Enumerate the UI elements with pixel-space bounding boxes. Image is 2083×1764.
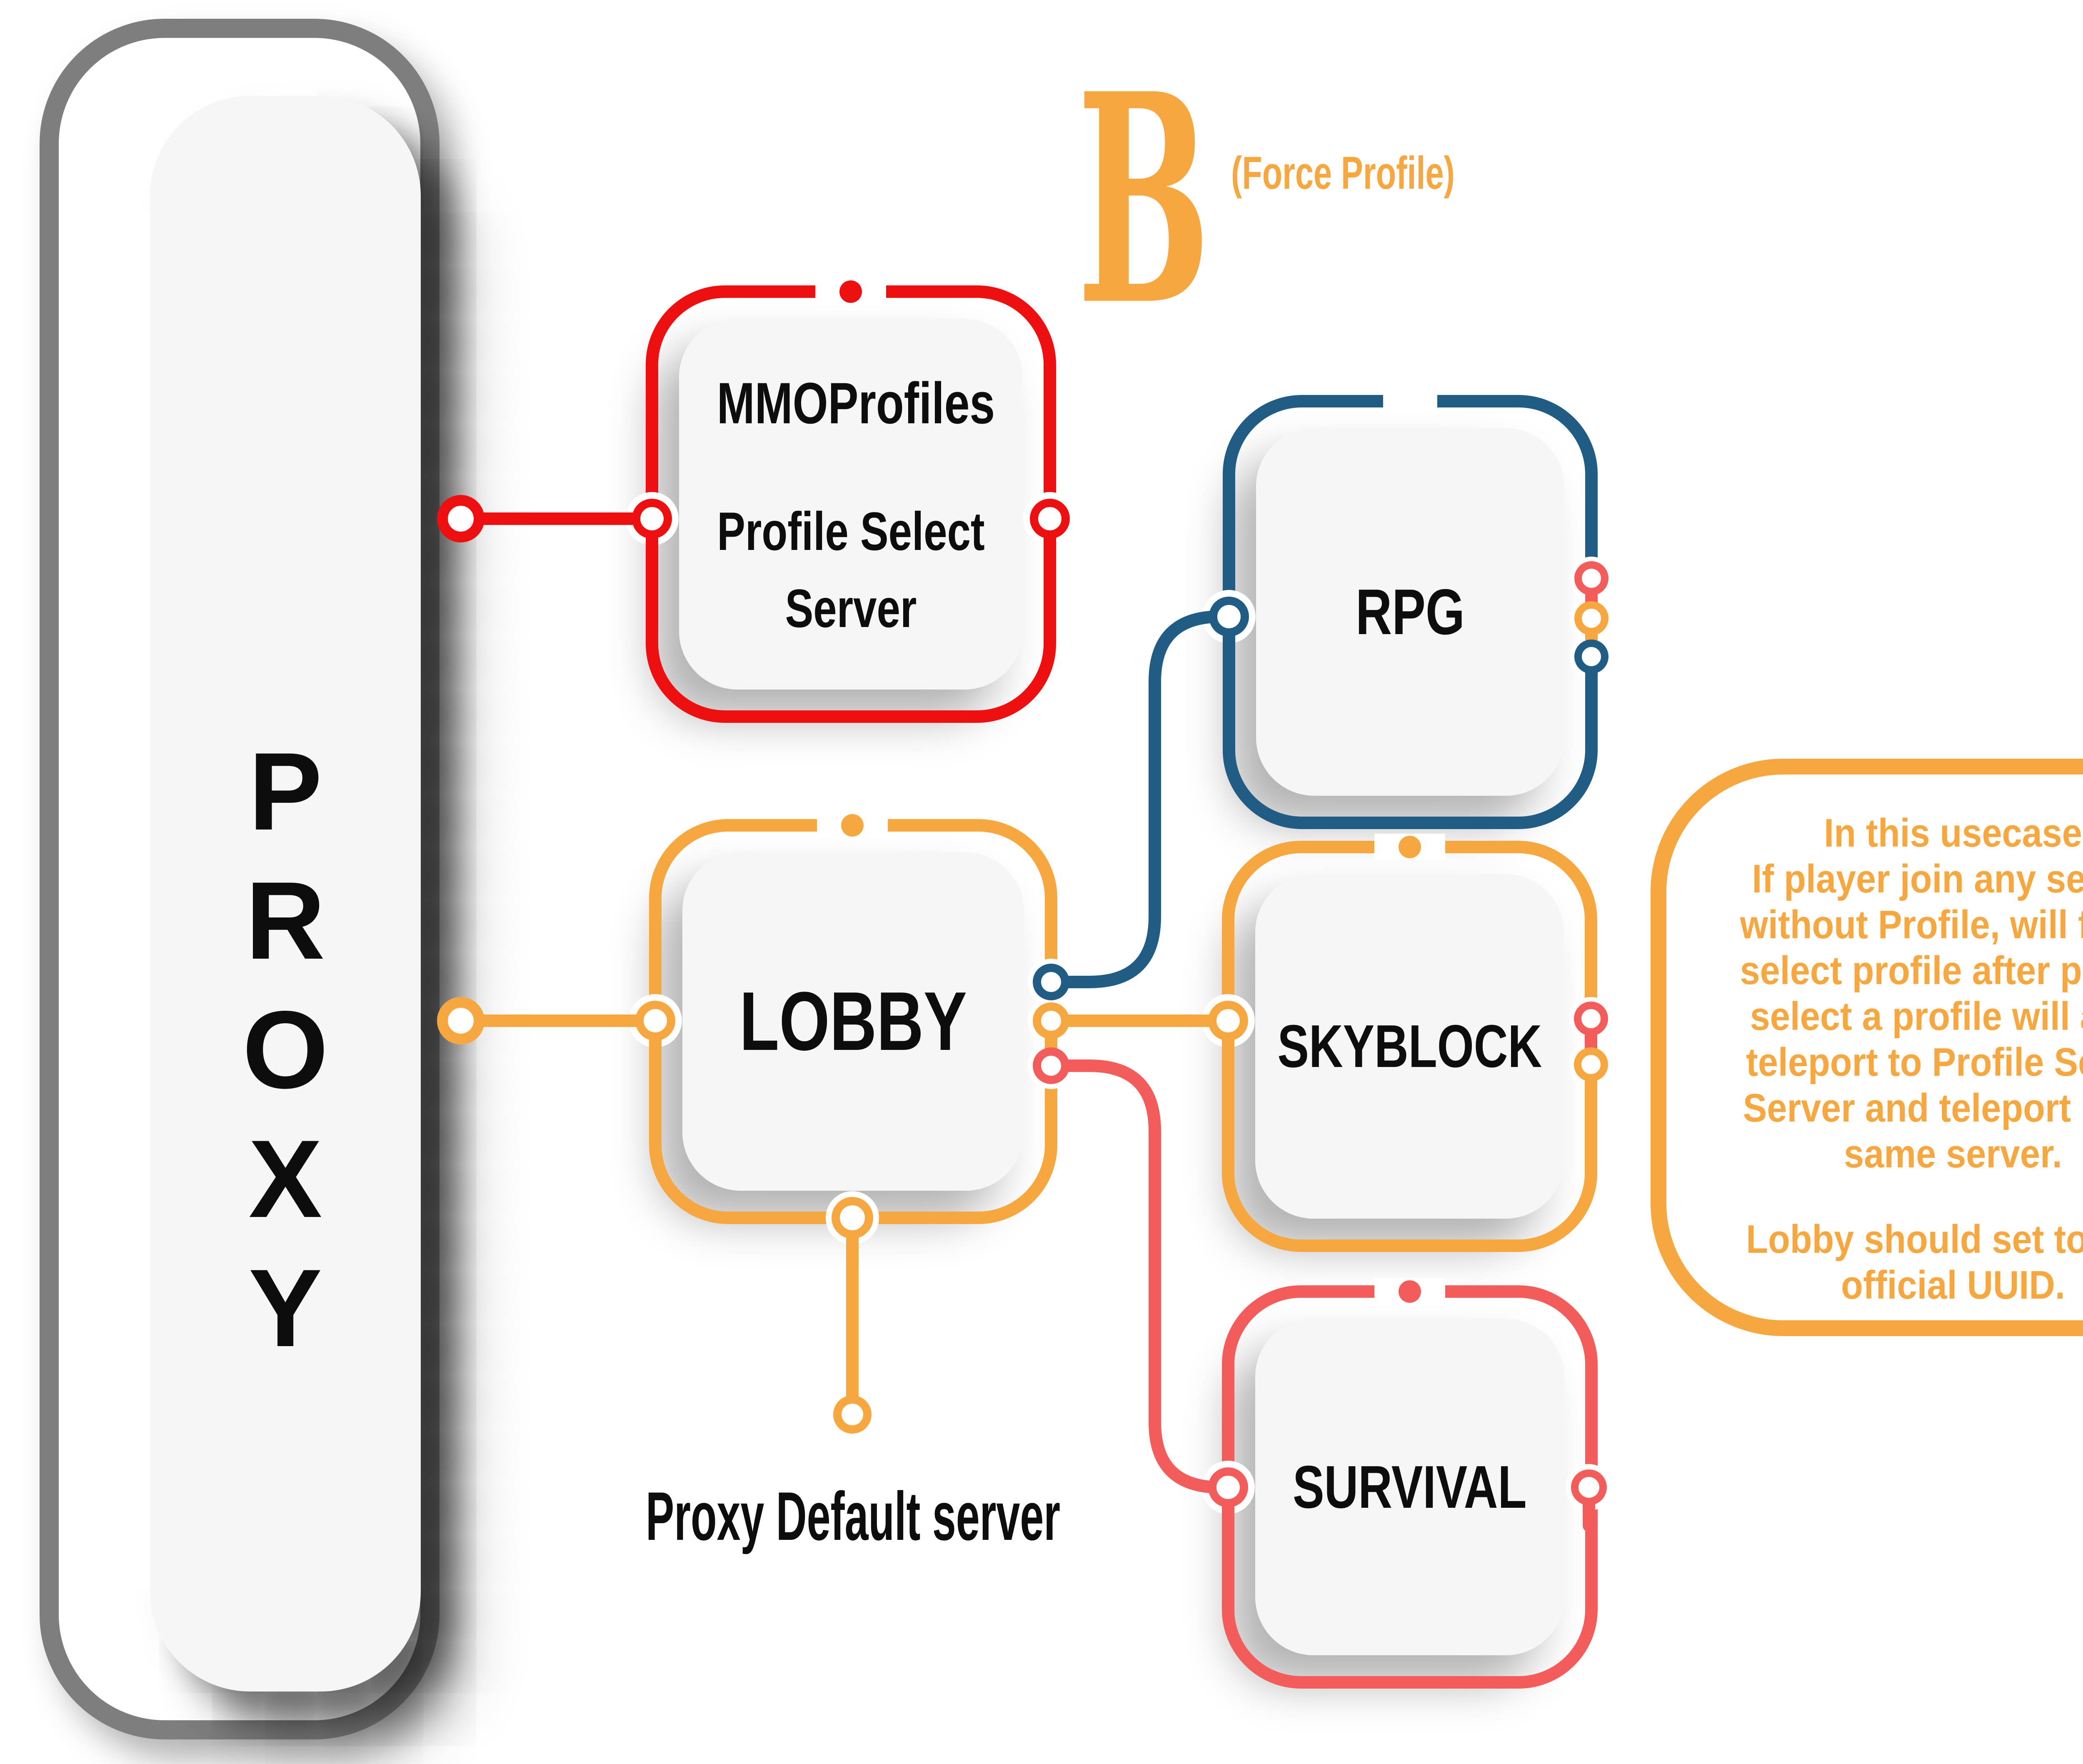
lobby-right-ring-navy bbox=[1033, 964, 1069, 1000]
lobby-bottom-ring bbox=[832, 1197, 873, 1239]
proxy-bar-label: P R O X Y bbox=[150, 727, 421, 1373]
rpg-right-ring-navy bbox=[1574, 640, 1608, 674]
lobby-top-dot bbox=[841, 814, 864, 837]
lobby-left-ring bbox=[635, 1001, 675, 1041]
node-survival-label: SURVIVAL bbox=[1293, 1453, 1527, 1521]
proxy-red-port-ring bbox=[437, 495, 485, 542]
annotation-box-border bbox=[1651, 759, 2083, 1336]
annotation-line: select profile after player bbox=[1740, 948, 2083, 993]
skyblock-left-ring bbox=[1208, 1001, 1248, 1041]
node-profile-select-subtitle-line: Server bbox=[785, 578, 917, 639]
survival-top-dot bbox=[1399, 1280, 1421, 1303]
skyblock-right-ring-orange bbox=[1574, 1047, 1608, 1082]
rpg-right-ring-coral bbox=[1574, 561, 1608, 595]
connector-proxy-to-profile-select bbox=[455, 512, 1056, 565]
lobby-right-ring-orange bbox=[1033, 1002, 1069, 1039]
annotation-text: In this usecase If player join any serve… bbox=[1672, 810, 2083, 1308]
proxy-letter: Y bbox=[248, 1247, 322, 1370]
node-borders bbox=[646, 285, 2083, 1689]
annotation-line: same server. bbox=[1844, 1132, 2062, 1176]
node-lobby-panel: LOBBY bbox=[682, 852, 1024, 1191]
survival-right-ring bbox=[1571, 1469, 1607, 1505]
node-rpg-label: RPG bbox=[1355, 576, 1465, 648]
diagram-variant-note: (Force Profile) bbox=[1231, 147, 1455, 199]
annotation-line: Lobby should set to use bbox=[1746, 1217, 2083, 1262]
node-skyblock-label: SKYBLOCK bbox=[1277, 1012, 1542, 1080]
proxy-letter: P bbox=[248, 730, 322, 853]
lobby-right-ring-coral bbox=[1033, 1047, 1069, 1084]
node-rpg-panel: RPG bbox=[1256, 428, 1564, 796]
annotation-line: teleport to Profile Select bbox=[1746, 1040, 2083, 1084]
node-profile-select-border bbox=[646, 285, 1056, 723]
annotation-line: Server and teleport back bbox=[1743, 1086, 2083, 1130]
border-gap-masks bbox=[625, 278, 1613, 1514]
node-profile-select-panel bbox=[679, 319, 1023, 690]
annotation-line: In this usecase bbox=[1824, 811, 2082, 855]
profile-select-left-ring bbox=[632, 499, 672, 539]
node-survival-panel: SURVIVAL bbox=[1255, 1319, 1564, 1655]
node-profile-select-subtitle-line: Profile Select bbox=[717, 501, 985, 562]
skyblock-top-dot bbox=[1399, 836, 1421, 858]
node-lobby-label: LOBBY bbox=[739, 975, 967, 1068]
annotation-line: without Profile, will force bbox=[1740, 902, 2083, 947]
connector-lobby-to-skyblock bbox=[1045, 1014, 1234, 1067]
node-skyblock-border bbox=[1222, 841, 1597, 1252]
rpg-left-ring bbox=[1209, 597, 1249, 637]
annotation-line: select a profile will auto bbox=[1750, 994, 2083, 1039]
annotation-line: If player join any server bbox=[1752, 857, 2083, 901]
node-survival-border bbox=[1222, 1285, 1598, 1689]
profile-select-top-dot bbox=[839, 280, 862, 303]
survival-left-ring bbox=[1208, 1467, 1248, 1507]
node-top-dots bbox=[839, 280, 1421, 1303]
profile-select-right-ring bbox=[1030, 499, 1070, 539]
node-lobby-border bbox=[649, 819, 1057, 1224]
connector-lobby-to-survival bbox=[1045, 1059, 1234, 1534]
proxy-orange-port-ring bbox=[437, 997, 485, 1044]
connector-proxy-to-lobby bbox=[455, 1014, 662, 1067]
node-rpg-border bbox=[1223, 395, 1598, 829]
proxy-letter: R bbox=[245, 859, 325, 982]
node-profile-select-title: MMOProfiles bbox=[717, 370, 995, 436]
node-profile-select-subtitle: Profile Select Server bbox=[717, 493, 985, 647]
proxy-letter: X bbox=[248, 1117, 322, 1241]
diagram-variant-letter: B bbox=[1077, 31, 1211, 369]
default-caption-end-ring bbox=[833, 1395, 872, 1434]
connection-rings bbox=[437, 495, 1608, 1507]
connector-lobby-to-rpg bbox=[1045, 610, 1235, 988]
proxy-default-server-caption: Proxy Default server bbox=[646, 1478, 1061, 1554]
annotation-line: official UUID. bbox=[1841, 1263, 2065, 1307]
rpg-right-ring-orange bbox=[1574, 601, 1608, 635]
node-skyblock-panel: SKYBLOCK bbox=[1255, 874, 1564, 1219]
proxy-bar-panel bbox=[150, 96, 421, 1692]
skyblock-right-ring-coral bbox=[1574, 1002, 1608, 1036]
proxy-letter: O bbox=[242, 988, 329, 1112]
